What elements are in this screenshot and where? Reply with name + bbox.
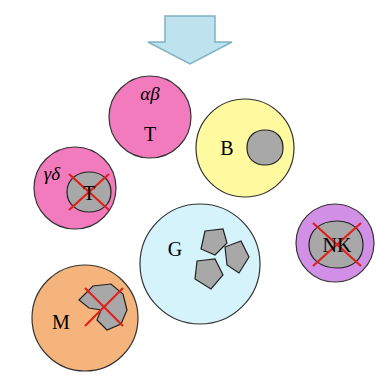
cross-mark <box>85 288 123 326</box>
cell-label: T <box>144 124 156 144</box>
cell-membrane <box>140 204 260 324</box>
cell-membrane <box>32 265 138 371</box>
cell-shape <box>31 264 139 372</box>
cross-mark <box>85 288 123 326</box>
cross-mark <box>313 223 361 266</box>
nucleus <box>201 229 227 255</box>
nucleus <box>195 259 223 289</box>
cell-shape <box>139 203 261 325</box>
cell: αβT <box>108 75 192 159</box>
nucleus <box>79 284 127 330</box>
nucleus <box>247 130 283 165</box>
cross-mark <box>69 174 109 210</box>
cell-shape <box>33 146 117 230</box>
cell: γδT <box>33 146 117 230</box>
receptor-label: γδ <box>44 164 60 183</box>
cell-label: G <box>168 239 182 259</box>
cell-membrane <box>296 204 374 282</box>
cell: G <box>139 203 261 325</box>
nucleus <box>309 221 363 268</box>
cross-mark <box>313 223 361 266</box>
nucleus <box>225 241 249 273</box>
cell-label: T <box>83 183 95 203</box>
receptor-label: αβ <box>140 84 159 103</box>
cell: NK <box>295 203 375 283</box>
cell-membrane <box>196 99 294 197</box>
cross-mark <box>69 174 109 210</box>
cell-shape <box>195 98 295 198</box>
down-arrow <box>148 16 232 64</box>
cell-membrane <box>109 76 191 158</box>
cell-label: M <box>52 312 70 332</box>
cell-membrane <box>34 147 116 229</box>
cell: M <box>31 264 139 372</box>
cell: B <box>195 98 295 198</box>
nucleus <box>67 172 111 212</box>
cell-label: B <box>220 138 233 158</box>
cell-label: NK <box>323 235 352 255</box>
